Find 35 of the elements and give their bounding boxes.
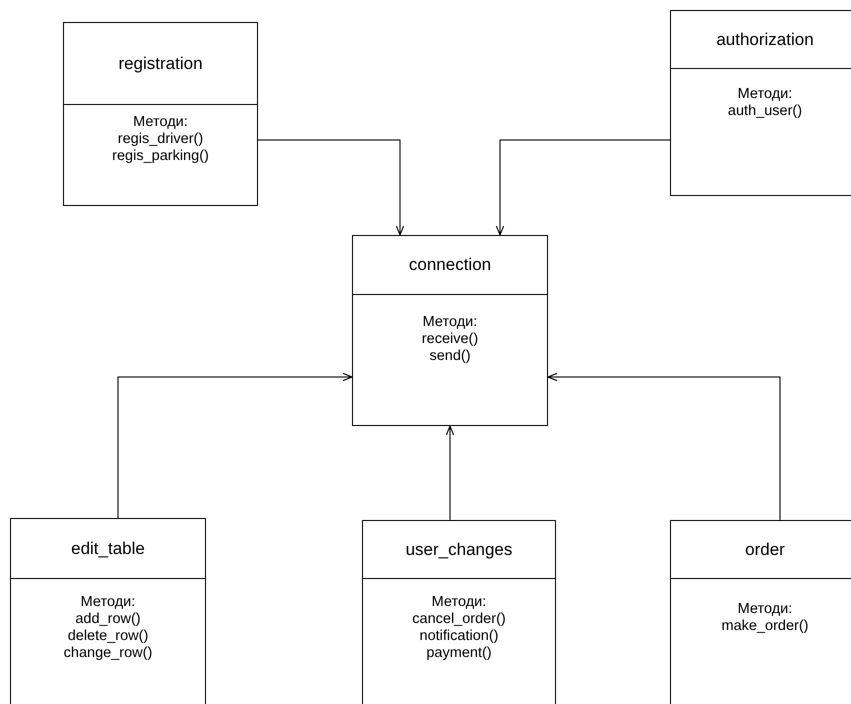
method-name: add_row() xyxy=(75,611,141,628)
method-name: regis_parking() xyxy=(112,148,209,164)
arrow xyxy=(496,140,670,236)
method-name: delete_row() xyxy=(68,628,148,645)
arrow xyxy=(547,372,780,520)
arrow xyxy=(446,425,454,520)
class-name: authorization xyxy=(716,30,814,50)
section-label: Методи: xyxy=(422,314,478,330)
method-name: receive() xyxy=(422,330,478,348)
class-name: connection xyxy=(408,255,492,275)
class-box xyxy=(63,22,258,206)
section-label: Методи: xyxy=(738,86,792,103)
method-name: notification() xyxy=(420,628,498,645)
method-name: regis_driver() xyxy=(118,130,204,148)
class-name: edit_table xyxy=(71,538,145,558)
method-name: change_row() xyxy=(64,645,152,662)
section-label: Методи: xyxy=(738,601,792,618)
method-name: payment() xyxy=(426,645,492,662)
class-name: user_changes xyxy=(406,540,512,560)
class-box xyxy=(670,520,851,704)
class-box xyxy=(352,235,548,426)
class-name: registration xyxy=(118,54,203,74)
section-label: Методи: xyxy=(80,594,136,611)
arrow xyxy=(118,372,353,518)
class-box xyxy=(362,520,556,704)
section-label: Методи: xyxy=(432,594,486,611)
class-box xyxy=(670,10,851,196)
method-name: auth_user() xyxy=(728,103,802,120)
method-name: cancel_order() xyxy=(412,611,506,628)
class-name: order xyxy=(745,540,785,560)
class-box xyxy=(10,518,206,704)
method-name: send() xyxy=(429,348,471,364)
section-label: Методи: xyxy=(133,114,188,130)
method-name: make_order() xyxy=(721,618,809,635)
arrow xyxy=(258,140,404,236)
